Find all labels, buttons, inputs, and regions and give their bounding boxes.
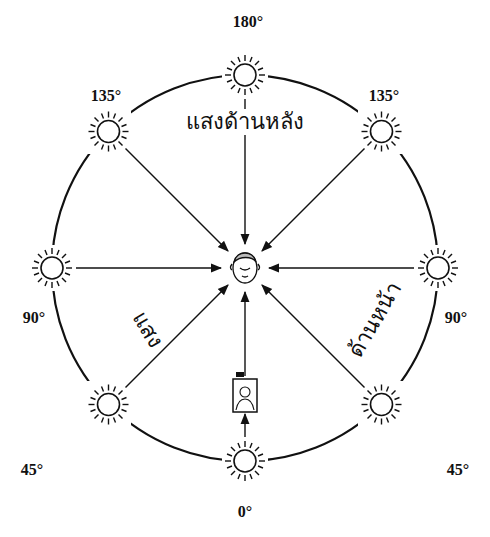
region-label: แสง xyxy=(127,305,170,354)
angle-label: 0° xyxy=(236,503,254,521)
angle-label: 90° xyxy=(443,309,469,327)
angle-label: 180° xyxy=(231,13,265,31)
subject-head xyxy=(231,253,260,283)
region-label: แสงด้านหลัง xyxy=(184,109,306,134)
angle-label: 45° xyxy=(445,461,471,479)
angle-label: 90° xyxy=(21,309,47,327)
light-ring xyxy=(52,75,438,461)
angle-label: 45° xyxy=(19,461,45,479)
angle-label: 135° xyxy=(367,87,401,105)
camera-portrait xyxy=(233,372,257,412)
sun-symbols xyxy=(29,52,461,484)
light-arrows xyxy=(76,99,414,437)
angle-label: 135° xyxy=(89,87,123,105)
region-label: ด้านหน้า xyxy=(341,276,406,364)
